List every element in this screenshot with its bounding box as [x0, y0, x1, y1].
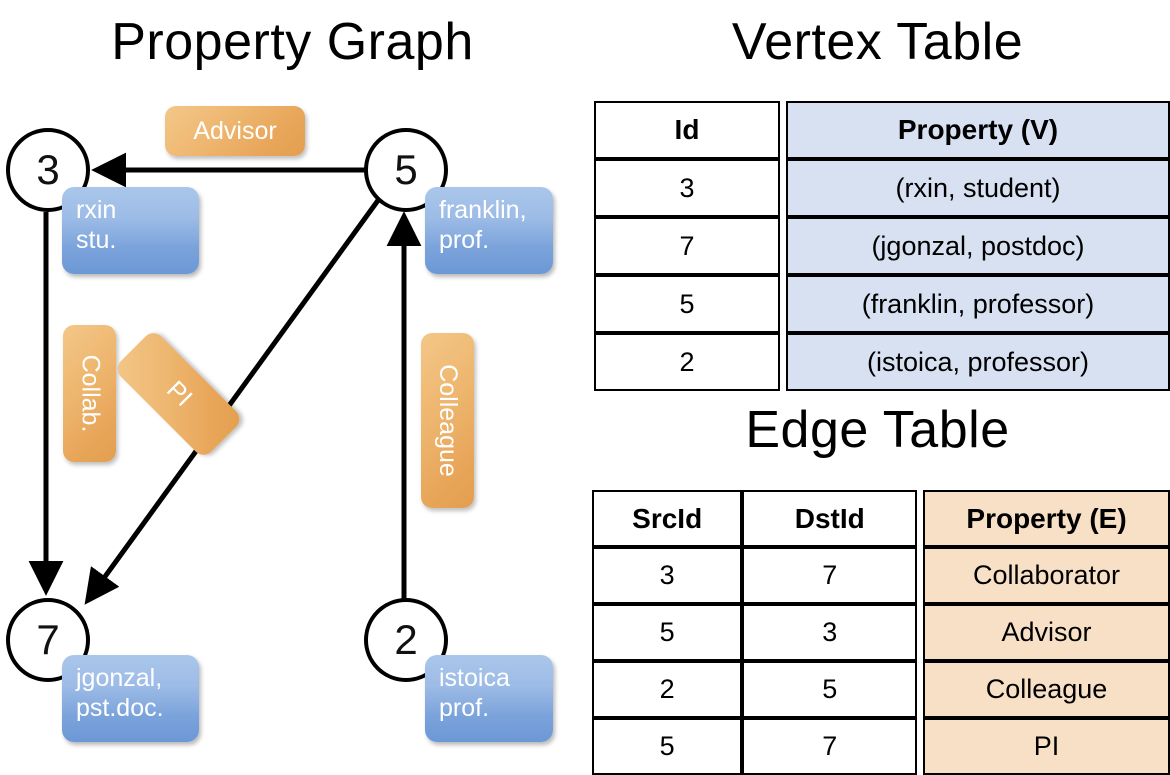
table-row[interactable]: 2 (istoica, professor) [594, 333, 1170, 391]
edge-row-2-dst: 5 [742, 661, 918, 718]
edge-label-collab[interactable]: Collab. [63, 325, 116, 462]
edge-table-header-dstid: DstId [742, 490, 918, 547]
edge-row-1-property: Advisor [923, 604, 1170, 661]
edge-label-advisor-text: Advisor [193, 116, 277, 145]
vertex-table-header-row: Id Property (V) [594, 101, 1170, 159]
edge-label-advisor[interactable]: Advisor [165, 106, 305, 156]
page-title-property-graph: Property Graph [111, 13, 474, 71]
edge-table-header-property: Property (E) [923, 490, 1170, 547]
vertex-property-7-line2: pst.doc. [76, 693, 164, 722]
vertex-row-2-id: 5 [594, 275, 780, 333]
edge-row-2-property: Colleague [923, 661, 1170, 718]
vertex-property-box-2[interactable]: istoica prof. [425, 655, 553, 742]
vertex-property-2-line2: prof. [439, 693, 490, 722]
edge-row-0-property: Collaborator [923, 547, 1170, 604]
edge-row-0-dst: 7 [742, 547, 918, 604]
vertex-row-1-property: (jgonzal, postdoc) [786, 217, 1170, 275]
vertex-row-1-id: 7 [594, 217, 780, 275]
edge-label-collab-text: Collab. [76, 354, 105, 433]
vertex-row-3-id: 2 [594, 333, 780, 391]
table-row[interactable]: 5 7 PI [592, 718, 1170, 775]
vertex-table: Id Property (V) 3 (rxin, student) 7 (jgo… [594, 101, 1170, 391]
vertex-property-box-3[interactable]: rxin stu. [62, 187, 199, 274]
table-row[interactable]: 5 3 Advisor [592, 604, 1170, 661]
edge-row-3-dst: 7 [742, 718, 918, 775]
edge-row-2-src: 2 [592, 661, 743, 718]
vertex-property-box-7[interactable]: jgonzal, pst.doc. [62, 655, 199, 742]
table-row[interactable]: 5 (franklin, professor) [594, 275, 1170, 333]
graph-node-5[interactable]: 5 [364, 128, 448, 212]
table-row[interactable]: 3 7 Collaborator [592, 547, 1170, 604]
vertex-property-5-line2: prof. [439, 225, 490, 254]
vertex-row-0-id: 3 [594, 159, 780, 217]
edge-label-colleague-text: Colleague [434, 364, 462, 477]
vertex-row-2-property: (franklin, professor) [786, 275, 1170, 333]
edge-table: SrcId DstId Property (E) 3 7 Collaborato… [592, 490, 1170, 775]
edge-label-colleague[interactable]: Colleague [421, 333, 474, 508]
page-title-vertex-table: Vertex Table [731, 13, 1024, 71]
vertex-table-header-id: Id [594, 101, 780, 159]
vertex-row-3-property: (istoica, professor) [786, 333, 1170, 391]
vertex-table-header-property: Property (V) [786, 101, 1170, 159]
vertex-property-3-line2: stu. [76, 225, 117, 254]
vertex-property-5-line1: franklin, [439, 196, 527, 224]
vertex-property-box-5[interactable]: franklin, prof. [425, 187, 553, 274]
vertex-row-0-property: (rxin, student) [786, 159, 1170, 217]
edge-row-1-src: 5 [592, 604, 743, 661]
edge-row-0-src: 3 [592, 547, 743, 604]
property-graph-diagram: 3 5 7 2 rxin stu. franklin, prof. jgonza… [0, 0, 585, 760]
graph-node-2[interactable]: 2 [364, 598, 448, 682]
page-title-edge-table: Edge Table [745, 401, 1010, 459]
vertex-property-7-line1: jgonzal, [76, 664, 163, 692]
edge-table-header-row: SrcId DstId Property (E) [592, 490, 1170, 547]
table-row[interactable]: 7 (jgonzal, postdoc) [594, 217, 1170, 275]
vertex-property-2-line1: istoica [439, 664, 510, 692]
edge-5-to-7-pi [84, 197, 382, 605]
graph-edges-svg [28, 152, 422, 605]
edge-row-1-dst: 3 [742, 604, 918, 661]
edge-label-pi-text: PI [160, 375, 198, 412]
table-row[interactable]: 3 (rxin, student) [594, 159, 1170, 217]
edge-table-header-srcid: SrcId [592, 490, 743, 547]
edge-row-3-src: 5 [592, 718, 743, 775]
vertex-property-3-line1: rxin [76, 196, 117, 224]
table-row[interactable]: 2 5 Colleague [592, 661, 1170, 718]
edge-row-3-property: PI [923, 718, 1170, 775]
